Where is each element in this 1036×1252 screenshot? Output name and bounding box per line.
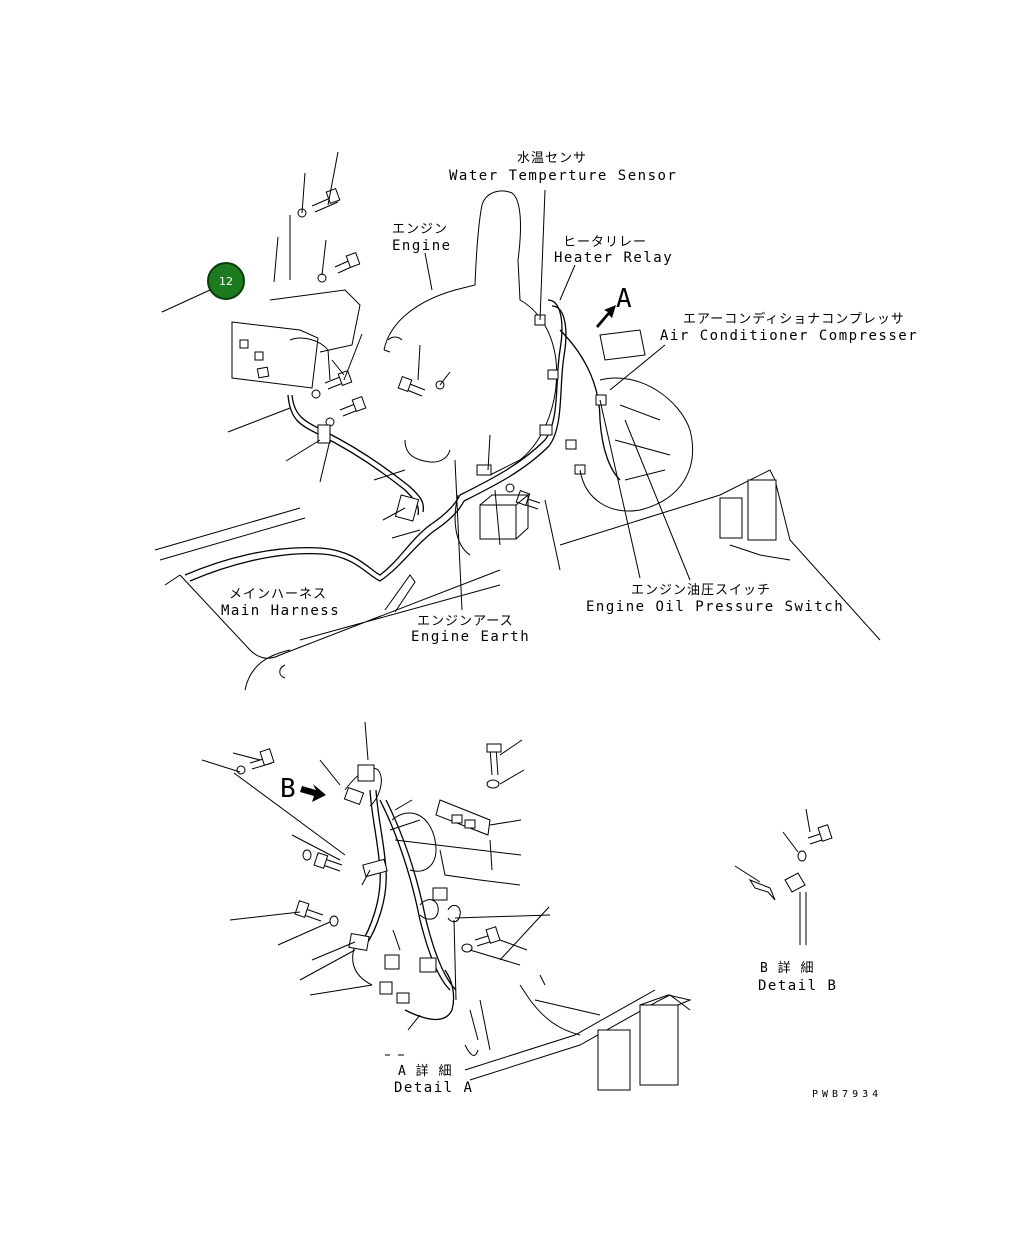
oil-switch-label-en: Engine Oil Pressure Switch — [586, 599, 844, 615]
oil-switch-label-jp: エンジン油圧スイッチ — [631, 583, 771, 598]
aircon-label-jp: エアーコンディショナコンプレッサ — [683, 311, 905, 327]
callout-12[interactable]: 12 — [207, 262, 245, 300]
detail-a-labels: B A 詳 細 Detail A — [280, 774, 473, 1096]
drawing-code: PWB7934 — [812, 1089, 882, 1100]
leader-lines-main — [161, 151, 691, 611]
detail-b-labels: B 詳 細 Detail B — [758, 960, 837, 994]
engine-earth-label-en: Engine Earth — [411, 629, 530, 645]
view-a-marker: A — [616, 284, 632, 314]
detail-a-title-en: Detail A — [394, 1080, 473, 1096]
view-b-marker: B — [280, 774, 296, 804]
bolt-group-left — [297, 188, 541, 510]
main-view-labels: 水温センサ Water Temperture Sensor エンジン Engin… — [221, 151, 918, 645]
heater-relay-label-jp: ヒータリレー — [563, 235, 647, 250]
water-temp-label-en: Water Temperture Sensor — [449, 168, 677, 184]
water-temp-label-jp: 水温センサ — [517, 151, 587, 166]
engine-label-jp: エンジン — [392, 222, 448, 237]
callout-circle[interactable] — [207, 262, 245, 300]
heater-relay-label-en: Heater Relay — [554, 250, 673, 266]
engine-label-en: Engine — [392, 238, 452, 254]
detail-a-linework — [201, 721, 692, 1091]
detail-a-title-jp: A 詳 細 — [398, 1063, 452, 1079]
detail-b-title-en: Detail B — [758, 978, 837, 994]
view-b-arrow-icon — [300, 784, 326, 802]
callout-number: 12 — [219, 275, 233, 288]
view-a-arrow-icon — [596, 305, 616, 328]
engine-earth-label-jp: エンジンアース — [417, 614, 514, 629]
main-harness-label-jp: メインハーネス — [229, 587, 327, 602]
detail-b-title-jp: B 詳 細 — [760, 960, 814, 976]
harness-routing — [184, 299, 621, 582]
main-view-linework — [154, 151, 881, 691]
detail-b-linework — [734, 808, 833, 945]
fan-and-frame — [154, 329, 881, 691]
aircon-label-en: Air Conditioner Compresser — [660, 328, 918, 344]
main-harness-label-en: Main Harness — [221, 603, 340, 619]
